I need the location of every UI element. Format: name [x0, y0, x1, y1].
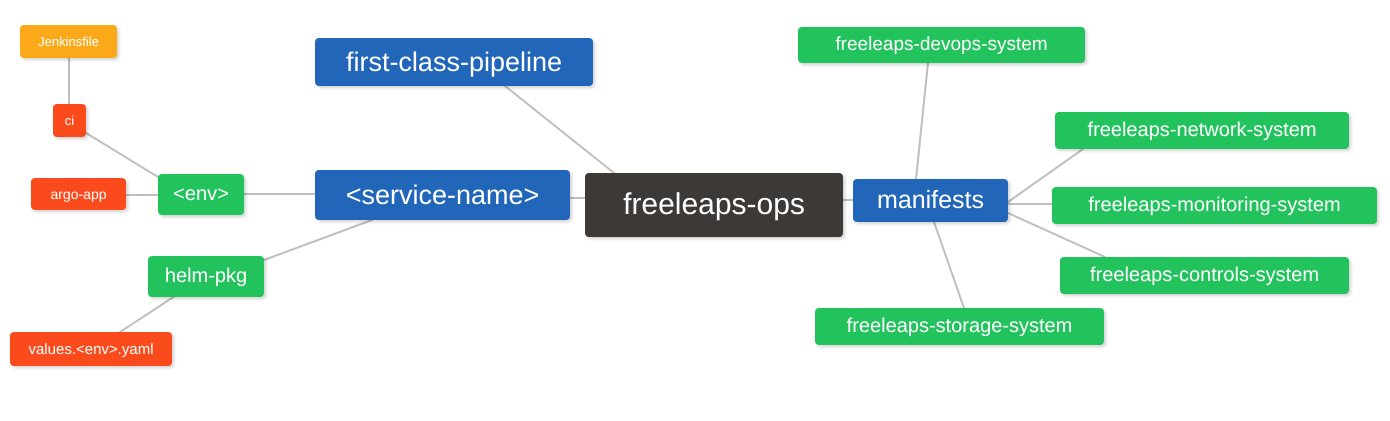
mindmap-node-values-env-yaml[interactable]: values.<env>.yaml	[10, 332, 172, 366]
mindmap-node-freeleaps-devops-system[interactable]: freeleaps-devops-system	[798, 27, 1085, 63]
edge-first-class-pipeline-to-freeleaps-ops	[504, 85, 615, 174]
edge-values-env-yaml-to-helm-pkg	[119, 295, 176, 333]
mindmap-node-freeleaps-network-system[interactable]: freeleaps-network-system	[1055, 112, 1349, 149]
mindmap-node-freeleaps-monitoring-system[interactable]: freeleaps-monitoring-system	[1052, 187, 1377, 224]
mindmap-node-env[interactable]: <env>	[158, 174, 244, 215]
mindmap-node-freeleaps-controls-system[interactable]: freeleaps-controls-system	[1060, 257, 1349, 294]
mindmap-node-argo-app[interactable]: argo-app	[31, 178, 126, 210]
edge-manifests-to-freeleaps-devops-system	[915, 62, 929, 180]
mindmap-node-ci[interactable]: ci	[53, 104, 86, 137]
mindmap-node-helm-pkg[interactable]: helm-pkg	[148, 256, 264, 297]
edge-manifests-to-freeleaps-storage-system	[933, 221, 965, 309]
edge-helm-pkg-to-service-name	[263, 219, 373, 261]
mindmap-node-freeleaps-ops[interactable]: freeleaps-ops	[585, 173, 843, 237]
mindmap-node-manifests[interactable]: manifests	[853, 179, 1008, 222]
mindmap-node-first-class-pipeline[interactable]: first-class-pipeline	[315, 38, 593, 86]
mindmap-node-freeleaps-storage-system[interactable]: freeleaps-storage-system	[815, 308, 1104, 345]
edge-ci-to-env	[85, 132, 164, 181]
mindmap-node-jenkinsfile[interactable]: Jenkinsfile	[20, 25, 117, 58]
mindmap-node-service-name[interactable]: <service-name>	[315, 170, 570, 220]
